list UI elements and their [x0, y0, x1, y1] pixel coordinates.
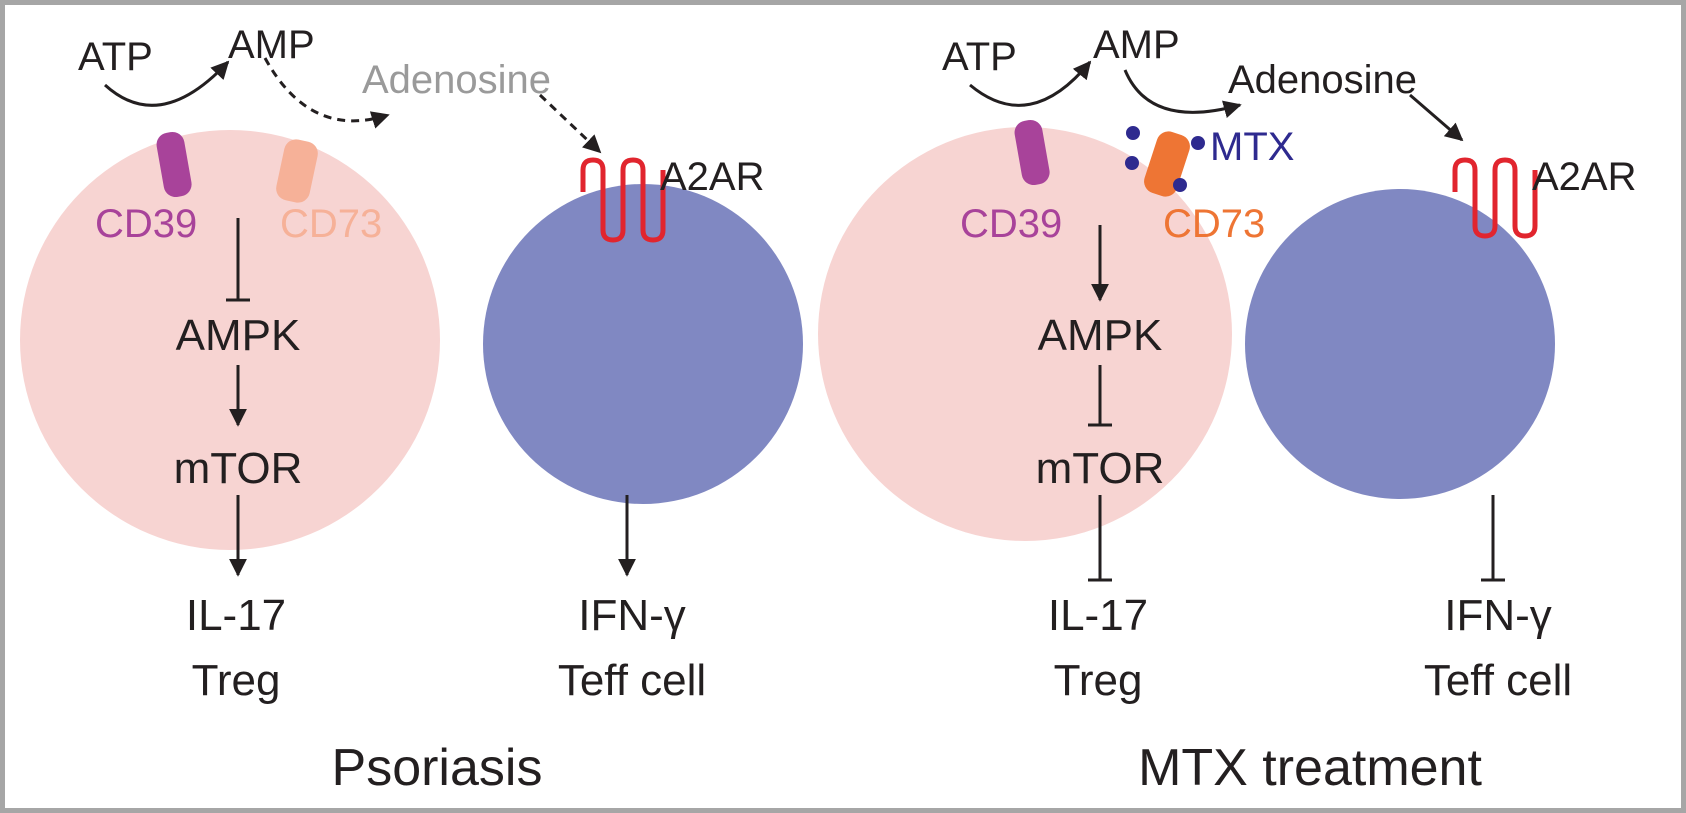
a2ar-receptor — [1452, 157, 1538, 239]
il17-label: IL-17 — [1048, 591, 1148, 640]
ampk-label: AMPK — [1038, 311, 1163, 360]
ifng-label: IFN-γ — [1444, 591, 1552, 640]
adenosine-label: Adenosine — [362, 58, 551, 102]
il17-label: IL-17 — [186, 591, 286, 640]
mtx-panel: ATP AMP Adenosine CD39 CD73 MTX A2AR AMP… — [818, 23, 1637, 797]
mtx-dot — [1126, 126, 1140, 140]
adenosine-to-a2ar-arrow — [538, 93, 602, 154]
adenosine-label: Adenosine — [1228, 58, 1417, 102]
mtx-dot — [1191, 136, 1205, 150]
teff-cell — [483, 184, 803, 504]
treg-cell — [818, 127, 1232, 541]
treg-label: Treg — [192, 656, 281, 705]
cd73-receptor — [276, 139, 318, 203]
cd73-label: CD73 — [280, 202, 382, 246]
adenosine-to-a2ar-arrow — [1409, 93, 1464, 142]
amp-to-adenosine-arrow — [263, 57, 390, 129]
teff-cell — [1245, 189, 1555, 499]
a2ar-label: A2AR — [1532, 155, 1637, 199]
mtor-label: mTOR — [174, 444, 303, 493]
ifng-label: IFN-γ — [578, 591, 686, 640]
cd39-receptor — [1014, 119, 1050, 186]
mtor-label: mTOR — [1036, 444, 1165, 493]
a2ar-label: A2AR — [660, 155, 765, 199]
cd39-receptor — [156, 131, 192, 198]
atp-label: ATP — [78, 35, 153, 79]
atp-label: ATP — [942, 35, 1017, 79]
amp-to-adenosine-arrow — [1123, 69, 1242, 119]
atp-to-amp-arrow — [969, 60, 1092, 107]
a2ar-receptor — [580, 157, 666, 243]
psoriasis-panel: ATP AMP Adenosine CD39 CD73 A2AR AMPK mT… — [20, 23, 803, 797]
ampk-label: AMPK — [176, 311, 301, 360]
treg-label: Treg — [1054, 656, 1143, 705]
cd39-label: CD39 — [960, 202, 1062, 246]
mtx-dot — [1173, 178, 1187, 192]
psoriasis-title: Psoriasis — [332, 739, 543, 797]
amp-label: AMP — [228, 23, 315, 67]
teff-label: Teff cell — [558, 656, 706, 705]
treg-cell — [20, 130, 440, 550]
mtx-treatment-title: MTX treatment — [1138, 739, 1482, 797]
cd39-label: CD39 — [95, 202, 197, 246]
amp-label: AMP — [1093, 23, 1180, 67]
cd73-label: CD73 — [1163, 202, 1265, 246]
atp-to-amp-arrow — [103, 60, 230, 107]
mtx-dot — [1125, 156, 1139, 170]
mtx-label: MTX — [1210, 125, 1294, 169]
teff-label: Teff cell — [1424, 656, 1572, 705]
